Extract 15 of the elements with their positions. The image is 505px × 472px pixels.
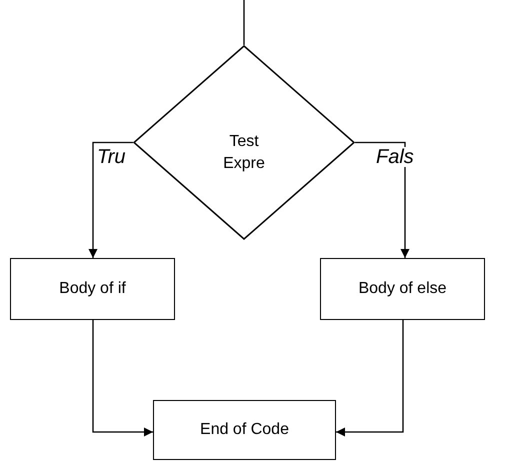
- decision-diamond: [133, 45, 355, 240]
- process-box: [153, 400, 336, 460]
- process-box: [320, 258, 485, 320]
- node-text: Body of if: [59, 280, 126, 298]
- arrow: [88, 142, 133, 258]
- arrow: [92, 320, 153, 436]
- arrow: [355, 142, 410, 258]
- edge-label: Fals: [376, 146, 414, 166]
- arrow: [336, 320, 404, 436]
- node-text: Test Expre: [222, 132, 266, 174]
- process-box: [10, 258, 175, 320]
- node-text: Body of else: [358, 280, 447, 298]
- node-text: End of Code: [200, 421, 289, 439]
- edge-label: Tru: [97, 146, 126, 166]
- connector-line: [243, 0, 245, 45]
